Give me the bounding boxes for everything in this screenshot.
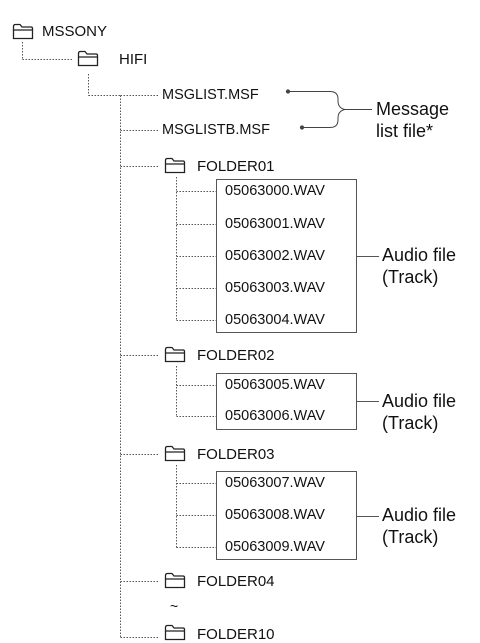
folder-label: FOLDER04 [197, 573, 275, 590]
ellipsis-glyph: ~ [170, 598, 179, 614]
folder-icon [164, 624, 186, 641]
msf-file-label: MSGLISTB.MSF [162, 122, 270, 138]
wav-file-label: 05063009.WAV [225, 539, 325, 555]
audio-file-note: Audio file (Track) [382, 391, 457, 433]
wav-file-label: 05063006.WAV [225, 408, 325, 424]
folder-icon [164, 572, 186, 589]
folder-icon [164, 346, 186, 363]
wav-file-label: 05063000.WAV [225, 183, 325, 199]
wav-file-label: 05063005.WAV [225, 377, 325, 393]
folder-label: FOLDER03 [197, 446, 275, 463]
root-folder-label: MSSONY [42, 23, 108, 40]
wav-file-label: 05063007.WAV [225, 475, 325, 491]
hifi-folder-label: HIFI [119, 51, 148, 68]
folder-label: FOLDER01 [197, 158, 275, 175]
wav-file-label: 05063004.WAV [225, 312, 325, 328]
msf-file-label: MSGLIST.MSF [162, 87, 259, 103]
wav-file-label: 05063008.WAV [225, 507, 325, 523]
wav-file-label: 05063001.WAV [225, 216, 325, 232]
folder-icon [164, 445, 186, 462]
wav-file-label: 05063002.WAV [225, 248, 325, 264]
wav-file-label: 05063003.WAV [225, 280, 325, 296]
audio-file-note: Audio file (Track) [382, 245, 457, 287]
folder-icon [77, 50, 99, 67]
folder-label: FOLDER02 [197, 347, 275, 364]
message-list-note: Message list file* [376, 99, 450, 141]
folder-icon [12, 23, 34, 40]
folder-label: FOLDER10 [197, 626, 275, 643]
folder-icon [164, 157, 186, 174]
audio-file-note: Audio file (Track) [382, 505, 457, 547]
